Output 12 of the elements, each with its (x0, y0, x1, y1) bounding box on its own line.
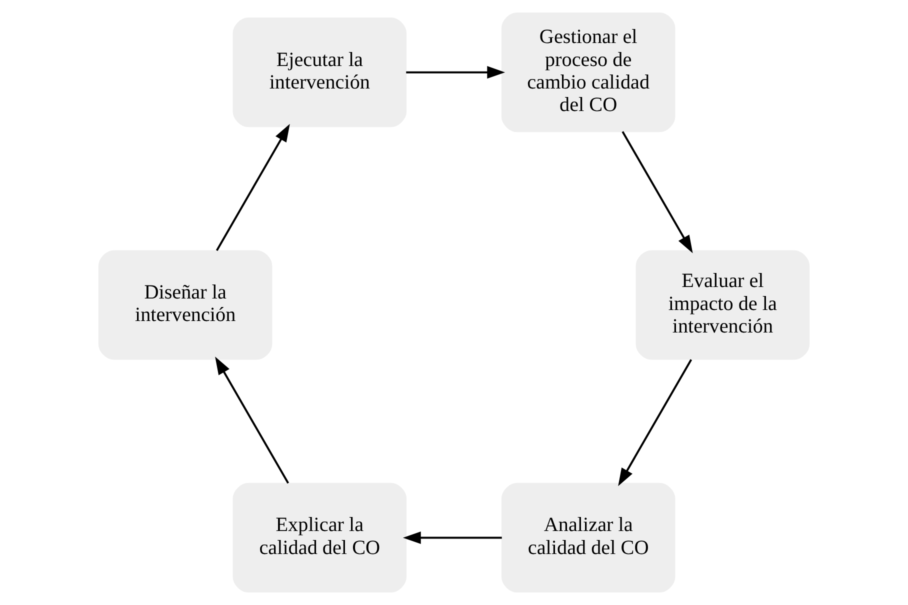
node-box: Ejecutar la intervención (232, 18, 407, 128)
node-box: Gestionar el proceso de cambio calidad del CO (501, 12, 676, 132)
node-box: Analizar la calidad del CO (501, 482, 676, 592)
arrow (402, 531, 502, 544)
arrow (406, 66, 506, 79)
arrow (618, 359, 692, 486)
node-box: Explicar la calidad del CO (232, 482, 407, 592)
arrow (215, 356, 290, 484)
arrow (622, 131, 693, 254)
arrow (216, 124, 290, 251)
node-box: Evaluar el impacto de la intervención (636, 250, 810, 360)
node-box: Diseñar la intervención (98, 250, 272, 360)
